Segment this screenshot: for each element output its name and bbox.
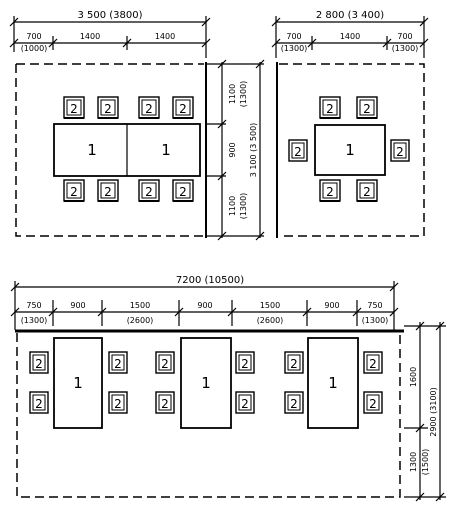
chair-label: 2 <box>161 357 169 371</box>
layout-c-seg-alt: (1300) <box>362 316 389 325</box>
layout-a-width-label: 3 500 (3800) <box>77 10 142 21</box>
layout-a-seg1: 700 <box>26 32 41 41</box>
chair: 2 <box>363 391 383 414</box>
chair: 2 <box>284 391 304 414</box>
layout-c-height-bottom-alt: (1500) <box>421 449 430 476</box>
layout-a-seg1-alt: (1000) <box>21 44 48 53</box>
chair-label: 2 <box>241 397 249 411</box>
layout-c-seg-alt: (1300) <box>21 316 48 325</box>
chair-label: 2 <box>290 357 298 371</box>
layout-b-width-label: 2 800 (3 400) <box>316 10 384 21</box>
layout-b-seg3-alt: (1300) <box>392 44 419 53</box>
chair: 2 <box>235 351 255 374</box>
layout-c-width-label: 7200 (10500) <box>176 275 244 286</box>
chair: 2 <box>288 139 308 162</box>
chair: 2 <box>390 139 410 162</box>
chair-label: 2 <box>326 185 334 199</box>
layout-a-height-mid: 900 <box>228 142 237 157</box>
chair-label: 2 <box>114 357 122 371</box>
chair: 2 <box>63 96 85 119</box>
chair-label: 2 <box>290 397 298 411</box>
chair-label: 2 <box>145 185 153 199</box>
chair-label: 2 <box>114 397 122 411</box>
chair: 2 <box>319 96 341 119</box>
table-label: 1 <box>328 374 338 392</box>
chair: 2 <box>356 96 378 119</box>
chair: 2 <box>138 96 160 119</box>
chair: 2 <box>235 391 255 414</box>
chair-label: 2 <box>35 397 43 411</box>
layout-c-height-total: 2900 (3100) <box>429 387 438 437</box>
layout-c: 7200 (10500) 750 900 1500 900 1500 900 7… <box>10 275 446 502</box>
chair-label: 2 <box>241 357 249 371</box>
chair-label: 2 <box>179 185 187 199</box>
chair: 2 <box>155 351 175 374</box>
chair: 2 <box>319 179 341 202</box>
chair-label: 2 <box>179 102 187 116</box>
layout-c-seg: 900 <box>70 301 85 310</box>
layout-b-seg1-alt: (1300) <box>281 44 308 53</box>
chair: 2 <box>172 179 194 202</box>
chair: 2 <box>29 391 49 414</box>
layout-a-height-bottom-alt: (1300) <box>239 193 248 220</box>
chair: 2 <box>356 179 378 202</box>
layout-a: 3 500 (3800) 700 (1000) 1400 1400 1 1 2 … <box>9 10 265 241</box>
layout-c-seg-alt: (2600) <box>127 316 154 325</box>
layout-a-seg3: 1400 <box>155 32 175 41</box>
layout-a-height-total: 3 100 (3 500) <box>249 123 258 178</box>
layout-b: 2 800 (3 400) 700 (1300) 1400 700 (1300)… <box>271 10 429 238</box>
chair-label: 2 <box>396 145 404 159</box>
layout-c-seg: 1500 <box>130 301 150 310</box>
layout-a-height-top-alt: (1300) <box>239 81 248 108</box>
layout-a-seg2: 1400 <box>80 32 100 41</box>
chair: 2 <box>97 179 119 202</box>
chair: 2 <box>284 351 304 374</box>
layout-a-height-top: 1100 <box>228 84 237 104</box>
chair: 2 <box>29 351 49 374</box>
table-label: 1 <box>87 141 97 159</box>
chair-label: 2 <box>145 102 153 116</box>
chair: 2 <box>97 96 119 119</box>
chair: 2 <box>108 391 128 414</box>
table-label: 1 <box>73 374 83 392</box>
layout-c-seg: 900 <box>324 301 339 310</box>
table-label: 1 <box>161 141 171 159</box>
table-label: 1 <box>201 374 211 392</box>
chair-label: 2 <box>35 357 43 371</box>
layout-c-seg: 900 <box>197 301 212 310</box>
layout-c-height-bottom: 1300 <box>409 452 418 472</box>
chair: 2 <box>63 179 85 202</box>
table-label: 1 <box>345 141 355 159</box>
chair-label: 2 <box>326 102 334 116</box>
chair: 2 <box>108 351 128 374</box>
chair-label: 2 <box>369 397 377 411</box>
chair-label: 2 <box>294 145 302 159</box>
layout-c-seg: 750 <box>26 301 41 310</box>
chair-label: 2 <box>104 102 112 116</box>
chair-label: 2 <box>70 102 78 116</box>
layout-c-height-top: 1600 <box>409 367 418 387</box>
chair-label: 2 <box>363 185 371 199</box>
chair-label: 2 <box>104 185 112 199</box>
chair: 2 <box>155 391 175 414</box>
layout-c-seg: 1500 <box>260 301 280 310</box>
chair: 2 <box>363 351 383 374</box>
layout-c-seg-alt: (2600) <box>257 316 284 325</box>
chair: 2 <box>138 179 160 202</box>
chair-label: 2 <box>161 397 169 411</box>
chair-label: 2 <box>363 102 371 116</box>
layout-a-height-bottom: 1100 <box>228 196 237 216</box>
layout-b-seg3: 700 <box>397 32 412 41</box>
layout-c-seg: 750 <box>367 301 382 310</box>
chair-label: 2 <box>369 357 377 371</box>
layout-b-seg1: 700 <box>286 32 301 41</box>
chair-label: 2 <box>70 185 78 199</box>
layout-b-seg2: 1400 <box>340 32 360 41</box>
chair: 2 <box>172 96 194 119</box>
